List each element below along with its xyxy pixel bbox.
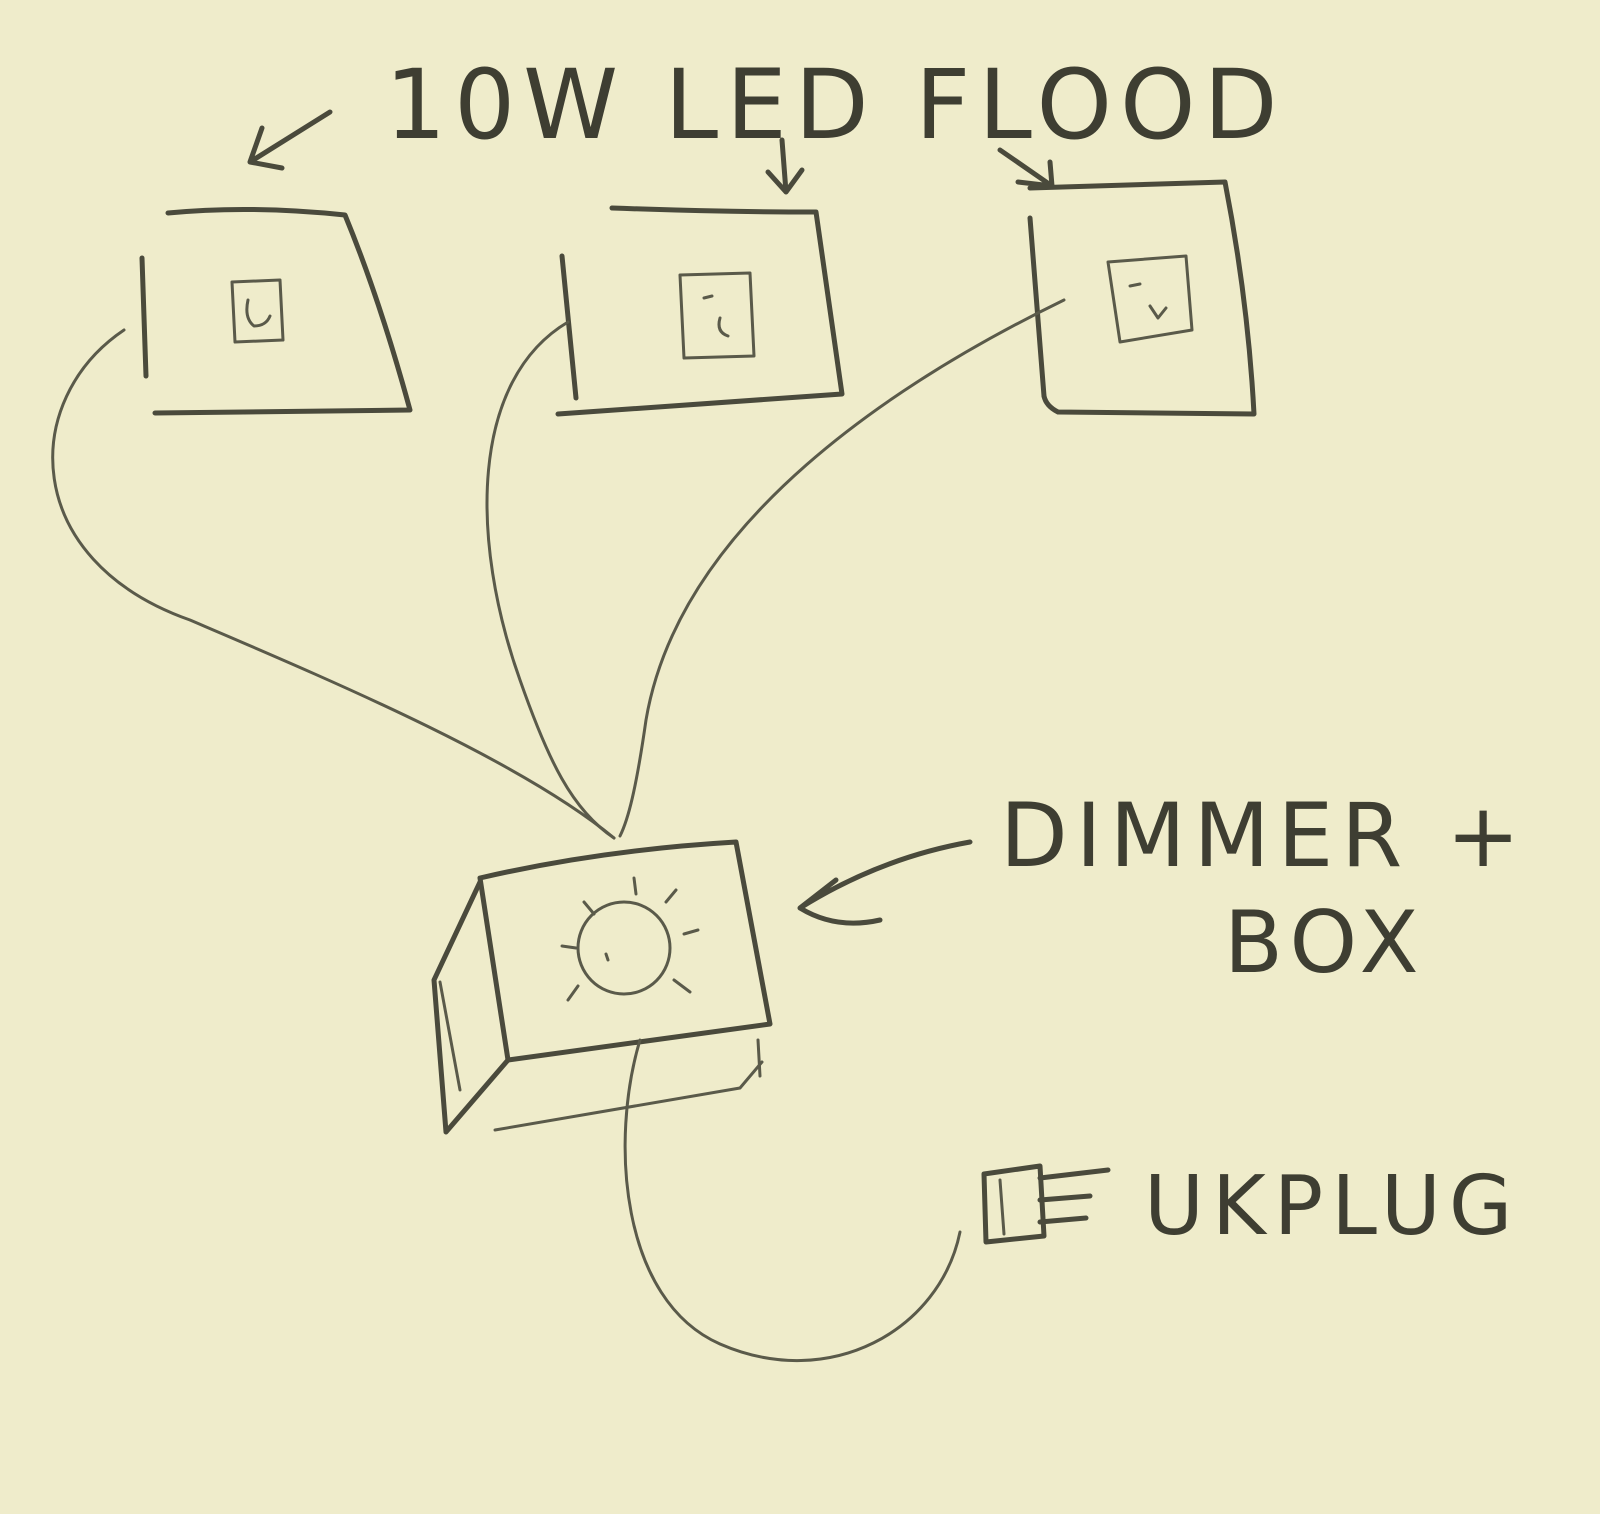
arrow-to-dimmer-box <box>797 839 973 926</box>
dimmer-label-line2: BOX <box>1224 893 1427 993</box>
title-arrows <box>247 109 1055 195</box>
cable-flood-2 <box>485 320 616 840</box>
arrow-to-flood-2 <box>765 137 805 195</box>
led-icon <box>678 271 756 360</box>
plug-icon <box>981 1163 1111 1245</box>
led-icon <box>230 278 285 344</box>
cable-flood-1 <box>51 328 616 840</box>
cables <box>51 298 1066 840</box>
arrow-to-flood-1 <box>247 109 333 171</box>
cable-flood-3 <box>618 298 1066 838</box>
dimmer-label-line1: DIMMER + <box>1000 784 1528 887</box>
flood-light-2 <box>555 205 845 417</box>
dimmer-box <box>431 839 773 1135</box>
flood-light-1 <box>139 206 413 416</box>
led-icon <box>1106 254 1194 344</box>
cable-to-plug <box>623 1038 962 1362</box>
sun-icon <box>560 876 700 1002</box>
flood-title-label: 10W LED FLOOD <box>385 49 1286 161</box>
flood-light-3 <box>1027 179 1257 417</box>
plug-label: UKPLUG <box>1144 1159 1520 1254</box>
